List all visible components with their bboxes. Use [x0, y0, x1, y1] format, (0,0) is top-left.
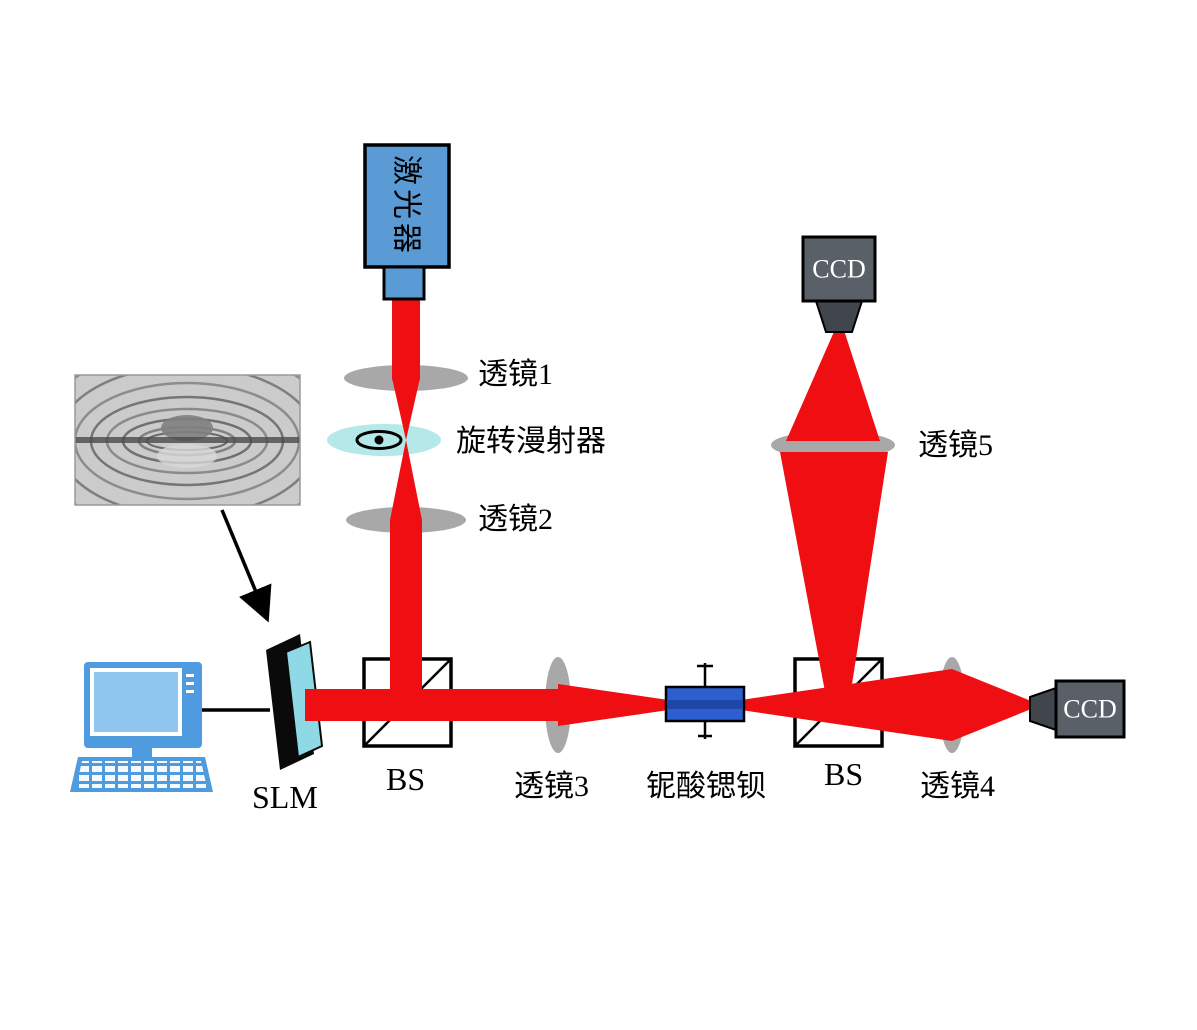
ccd-camera-top: CCD [801, 235, 877, 333]
beam-lens2-column [390, 520, 422, 712]
rotating-diffuser [327, 424, 441, 456]
monitor-button [186, 690, 194, 693]
slm-device [266, 634, 324, 770]
beam-lens5-focus [786, 318, 880, 441]
laser-aperture [382, 265, 426, 301]
monitor-stand [132, 746, 152, 758]
sbn-crystal [664, 685, 746, 723]
laser-label: 激光器 [390, 155, 423, 257]
pointer-arrow [220, 509, 272, 623]
computer [70, 662, 270, 792]
ccd-top-lens-cone [814, 300, 864, 333]
keyboard-keys [76, 761, 207, 788]
crystal-center-stripe [668, 700, 742, 709]
ccd-right-lens-cone [1029, 686, 1057, 732]
bs-left-label: BS [386, 761, 425, 797]
lens2-label: 透镜2 [478, 503, 553, 536]
crystal-mount [697, 663, 713, 739]
beam-bs2-up [780, 452, 888, 697]
lens4-label: 透镜4 [920, 770, 995, 803]
beam-lens4-focus [952, 669, 1041, 741]
ccd-right-body [1054, 679, 1126, 739]
fringe-center-line [75, 437, 300, 443]
monitor-button [186, 682, 194, 685]
ccd-top-label: CCD [812, 255, 865, 284]
laser-body [363, 143, 451, 269]
diffuser-disc [327, 424, 441, 456]
monitor-button [186, 674, 194, 677]
lens1-label: 透镜1 [478, 358, 553, 391]
beam-crystal-expand [707, 669, 952, 741]
beam-lens1-focus [392, 378, 420, 440]
lens5-label: 透镜5 [918, 429, 993, 462]
interference-pattern-image [75, 375, 300, 505]
diffuser-label: 旋转漫射器 [456, 425, 606, 458]
lens3-label: 透镜3 [514, 770, 589, 803]
ccd-top-body [801, 235, 877, 303]
fringe-light-blob [157, 444, 217, 468]
slm-label: SLM [252, 779, 318, 815]
monitor-screen [90, 668, 182, 736]
diffuser-axis-dot [374, 435, 384, 445]
diffuser-ring [355, 430, 403, 450]
beam-diffuser-expand [390, 440, 422, 520]
beam-laser-down [392, 296, 420, 380]
slm-front-face [284, 640, 324, 759]
bs-right-label: BS [824, 756, 863, 792]
beam-slm-horizontal [305, 689, 558, 721]
inset-border [74, 374, 301, 506]
fringe-dark-blob [161, 415, 213, 441]
ccd-right-label: CCD [1063, 695, 1116, 724]
crystal-label: 铌酸锶钡 [646, 770, 766, 803]
laser-beams [305, 296, 1041, 741]
ccd-camera-right: CCD [1029, 679, 1126, 739]
laser-device: 激光器 [363, 143, 451, 301]
beam-lens3-focus [558, 684, 703, 726]
